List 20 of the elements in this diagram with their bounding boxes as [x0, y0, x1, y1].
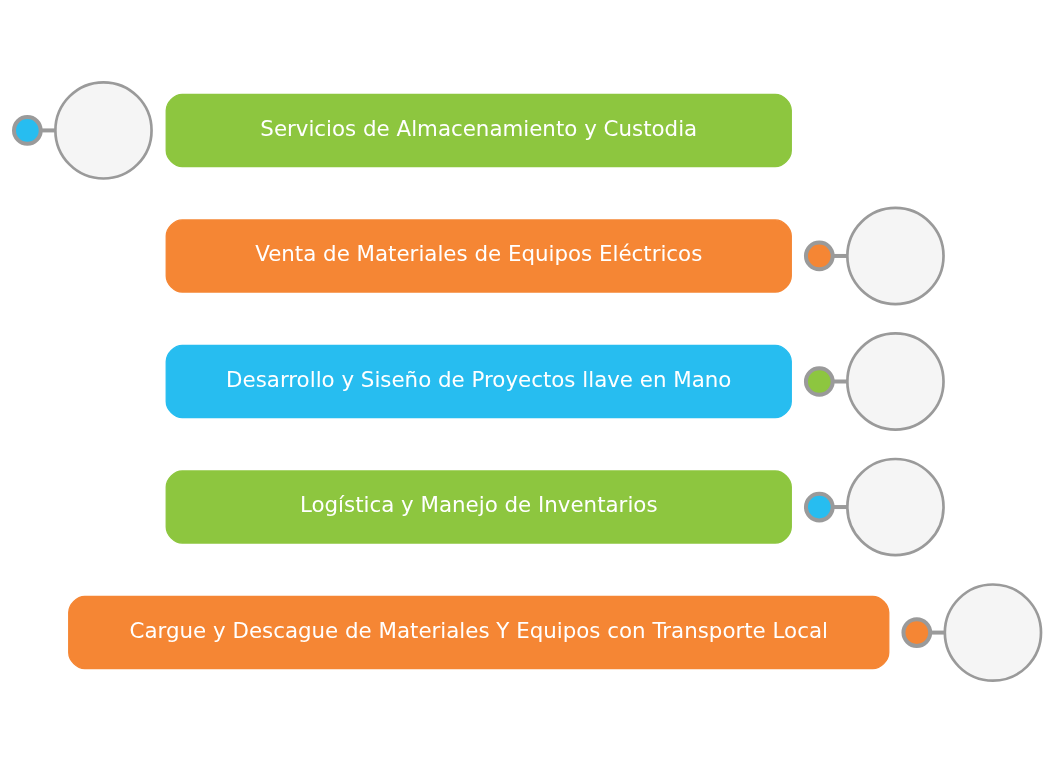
node-box: Servicios de Almacenamiento y Custodia: [165, 93, 792, 168]
node-circle: [846, 206, 945, 306]
node-circle: [846, 332, 945, 431]
node-circle: [846, 457, 945, 557]
node-circle: [803, 240, 835, 272]
node-box: Cargue y Descague de Materiales Y Equipos con Transporte Local: [68, 595, 890, 670]
connector: [833, 379, 848, 384]
connector: [41, 128, 56, 133]
connector: [833, 505, 848, 510]
connector: [930, 630, 945, 635]
node-circle: [803, 366, 835, 397]
node-circle: [803, 491, 835, 523]
node-box: Desarrollo y Siseño de Proyectos llave en Mano: [165, 344, 792, 419]
node-box: Venta de Materiales de Equipos Eléctricos: [165, 219, 792, 293]
node-circle: [901, 617, 933, 648]
node-circle: [54, 81, 153, 180]
node-circle: [12, 115, 43, 146]
node-box: Logística y Manejo de Inventarios: [165, 470, 792, 544]
connector: [833, 253, 848, 258]
node-circle: [943, 583, 1043, 682]
